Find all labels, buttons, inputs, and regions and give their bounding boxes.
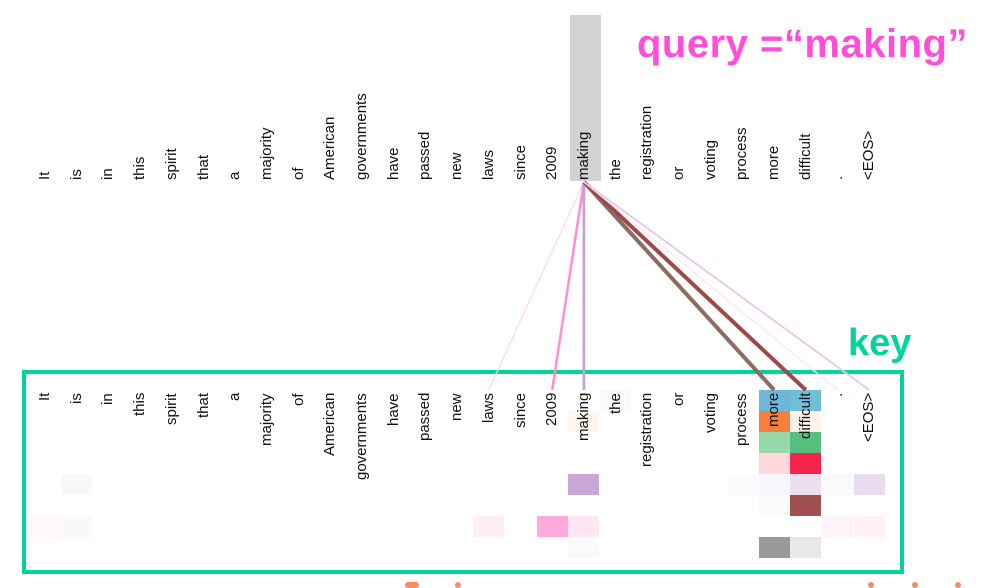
key-token: process <box>733 393 751 446</box>
query-token: or <box>670 166 687 180</box>
key-token: that <box>194 393 212 419</box>
key-token: have <box>384 393 402 426</box>
key-token: of <box>289 393 307 406</box>
cropped-annotation-mark <box>405 582 419 588</box>
key-token: It <box>36 393 53 402</box>
query-token: difficult <box>796 133 814 180</box>
heatmap-cell <box>758 495 790 516</box>
query-token: is <box>67 169 85 180</box>
key-token: registration <box>638 393 656 468</box>
key-token: or <box>670 393 687 407</box>
key-token: 2009 <box>543 393 561 427</box>
query-token: spirit <box>162 148 180 180</box>
query-token: of <box>289 167 307 180</box>
query-token: majority <box>257 127 275 180</box>
heatmap-cell <box>568 474 600 495</box>
heatmap-cell <box>758 474 790 495</box>
heatmap-cell <box>758 453 790 474</box>
heatmap-cell <box>790 432 822 453</box>
key-label: key <box>848 322 912 364</box>
heatmap-cell <box>61 516 93 537</box>
cropped-annotation-mark <box>955 582 961 588</box>
key-token: more <box>765 393 783 428</box>
key-token: new <box>448 393 466 421</box>
key-token: <EOS> <box>860 393 878 443</box>
heatmap-cell <box>568 411 600 432</box>
key-token: is <box>67 393 85 404</box>
query-token: that <box>194 154 212 180</box>
key-token: voting <box>701 393 719 434</box>
query-token: have <box>384 147 402 180</box>
cropped-annotation-mark <box>868 582 874 588</box>
query-label: query =“making” <box>637 22 968 66</box>
heatmap-cell <box>758 411 790 432</box>
heatmap-cell <box>790 474 822 495</box>
heatmap-cell <box>726 474 758 495</box>
heatmap-cell <box>790 495 822 516</box>
query-token: more <box>765 145 783 180</box>
query-token: It <box>36 171 53 180</box>
query-token: the <box>606 159 624 180</box>
query-token: a <box>226 171 244 180</box>
attention-line <box>582 180 808 392</box>
heatmap-cell <box>853 474 885 495</box>
heatmap-cell <box>758 390 790 411</box>
query-token: governments <box>353 93 370 180</box>
query-token: registration <box>638 105 656 180</box>
key-token: passed <box>416 393 434 442</box>
heatmap-cell <box>790 390 822 411</box>
heatmap-cell <box>822 474 853 495</box>
key-token: this <box>131 393 149 417</box>
heatmap-cell <box>790 453 822 474</box>
cropped-annotation-mark <box>912 582 918 588</box>
heatmap-cell <box>29 516 61 537</box>
query-token: passed <box>416 131 434 180</box>
heatmap-cell <box>822 516 853 537</box>
query-token: since <box>511 144 529 180</box>
key-token: majority <box>257 393 275 446</box>
key-token: governments <box>353 393 370 480</box>
heatmap-cell <box>790 411 822 432</box>
key-token: the <box>606 393 624 414</box>
query-token: 2009 <box>543 146 561 180</box>
key-token: making <box>574 393 592 442</box>
query-token: new <box>448 152 466 180</box>
heatmap-cell <box>473 516 505 537</box>
query-token: . <box>828 175 846 180</box>
heatmap-cell <box>758 432 790 453</box>
key-token: American <box>321 393 339 457</box>
attention-line <box>582 180 776 392</box>
query-token: laws <box>479 149 497 180</box>
query-highlight <box>570 15 601 181</box>
attention-line <box>583 181 838 391</box>
key-box <box>22 370 904 574</box>
key-token: difficult <box>796 393 814 440</box>
heatmap-cell <box>853 516 885 537</box>
query-token: process <box>733 127 751 180</box>
heatmap-cell <box>568 537 600 558</box>
key-token: since <box>511 393 529 429</box>
heatmap-cell <box>536 516 568 537</box>
attention-line <box>583 181 870 391</box>
query-token: <EOS> <box>860 130 878 180</box>
cropped-annotation-mark <box>455 582 461 588</box>
query-token: in <box>99 168 117 180</box>
key-token: in <box>99 393 117 405</box>
query-token: American <box>321 116 339 180</box>
heatmap-cell <box>568 516 600 537</box>
attention-line <box>488 181 585 391</box>
key-token: a <box>226 393 244 402</box>
query-token: voting <box>701 139 719 180</box>
heatmap-cell <box>600 390 632 411</box>
attention-line <box>550 181 586 391</box>
key-token: laws <box>479 393 497 424</box>
key-token: . <box>828 393 846 398</box>
heatmap-cell <box>61 474 93 495</box>
query-token: this <box>131 156 149 180</box>
heatmap-cell <box>790 537 822 558</box>
heatmap-cell <box>758 537 790 558</box>
key-token: spirit <box>162 393 180 425</box>
query-token: making <box>574 131 592 180</box>
